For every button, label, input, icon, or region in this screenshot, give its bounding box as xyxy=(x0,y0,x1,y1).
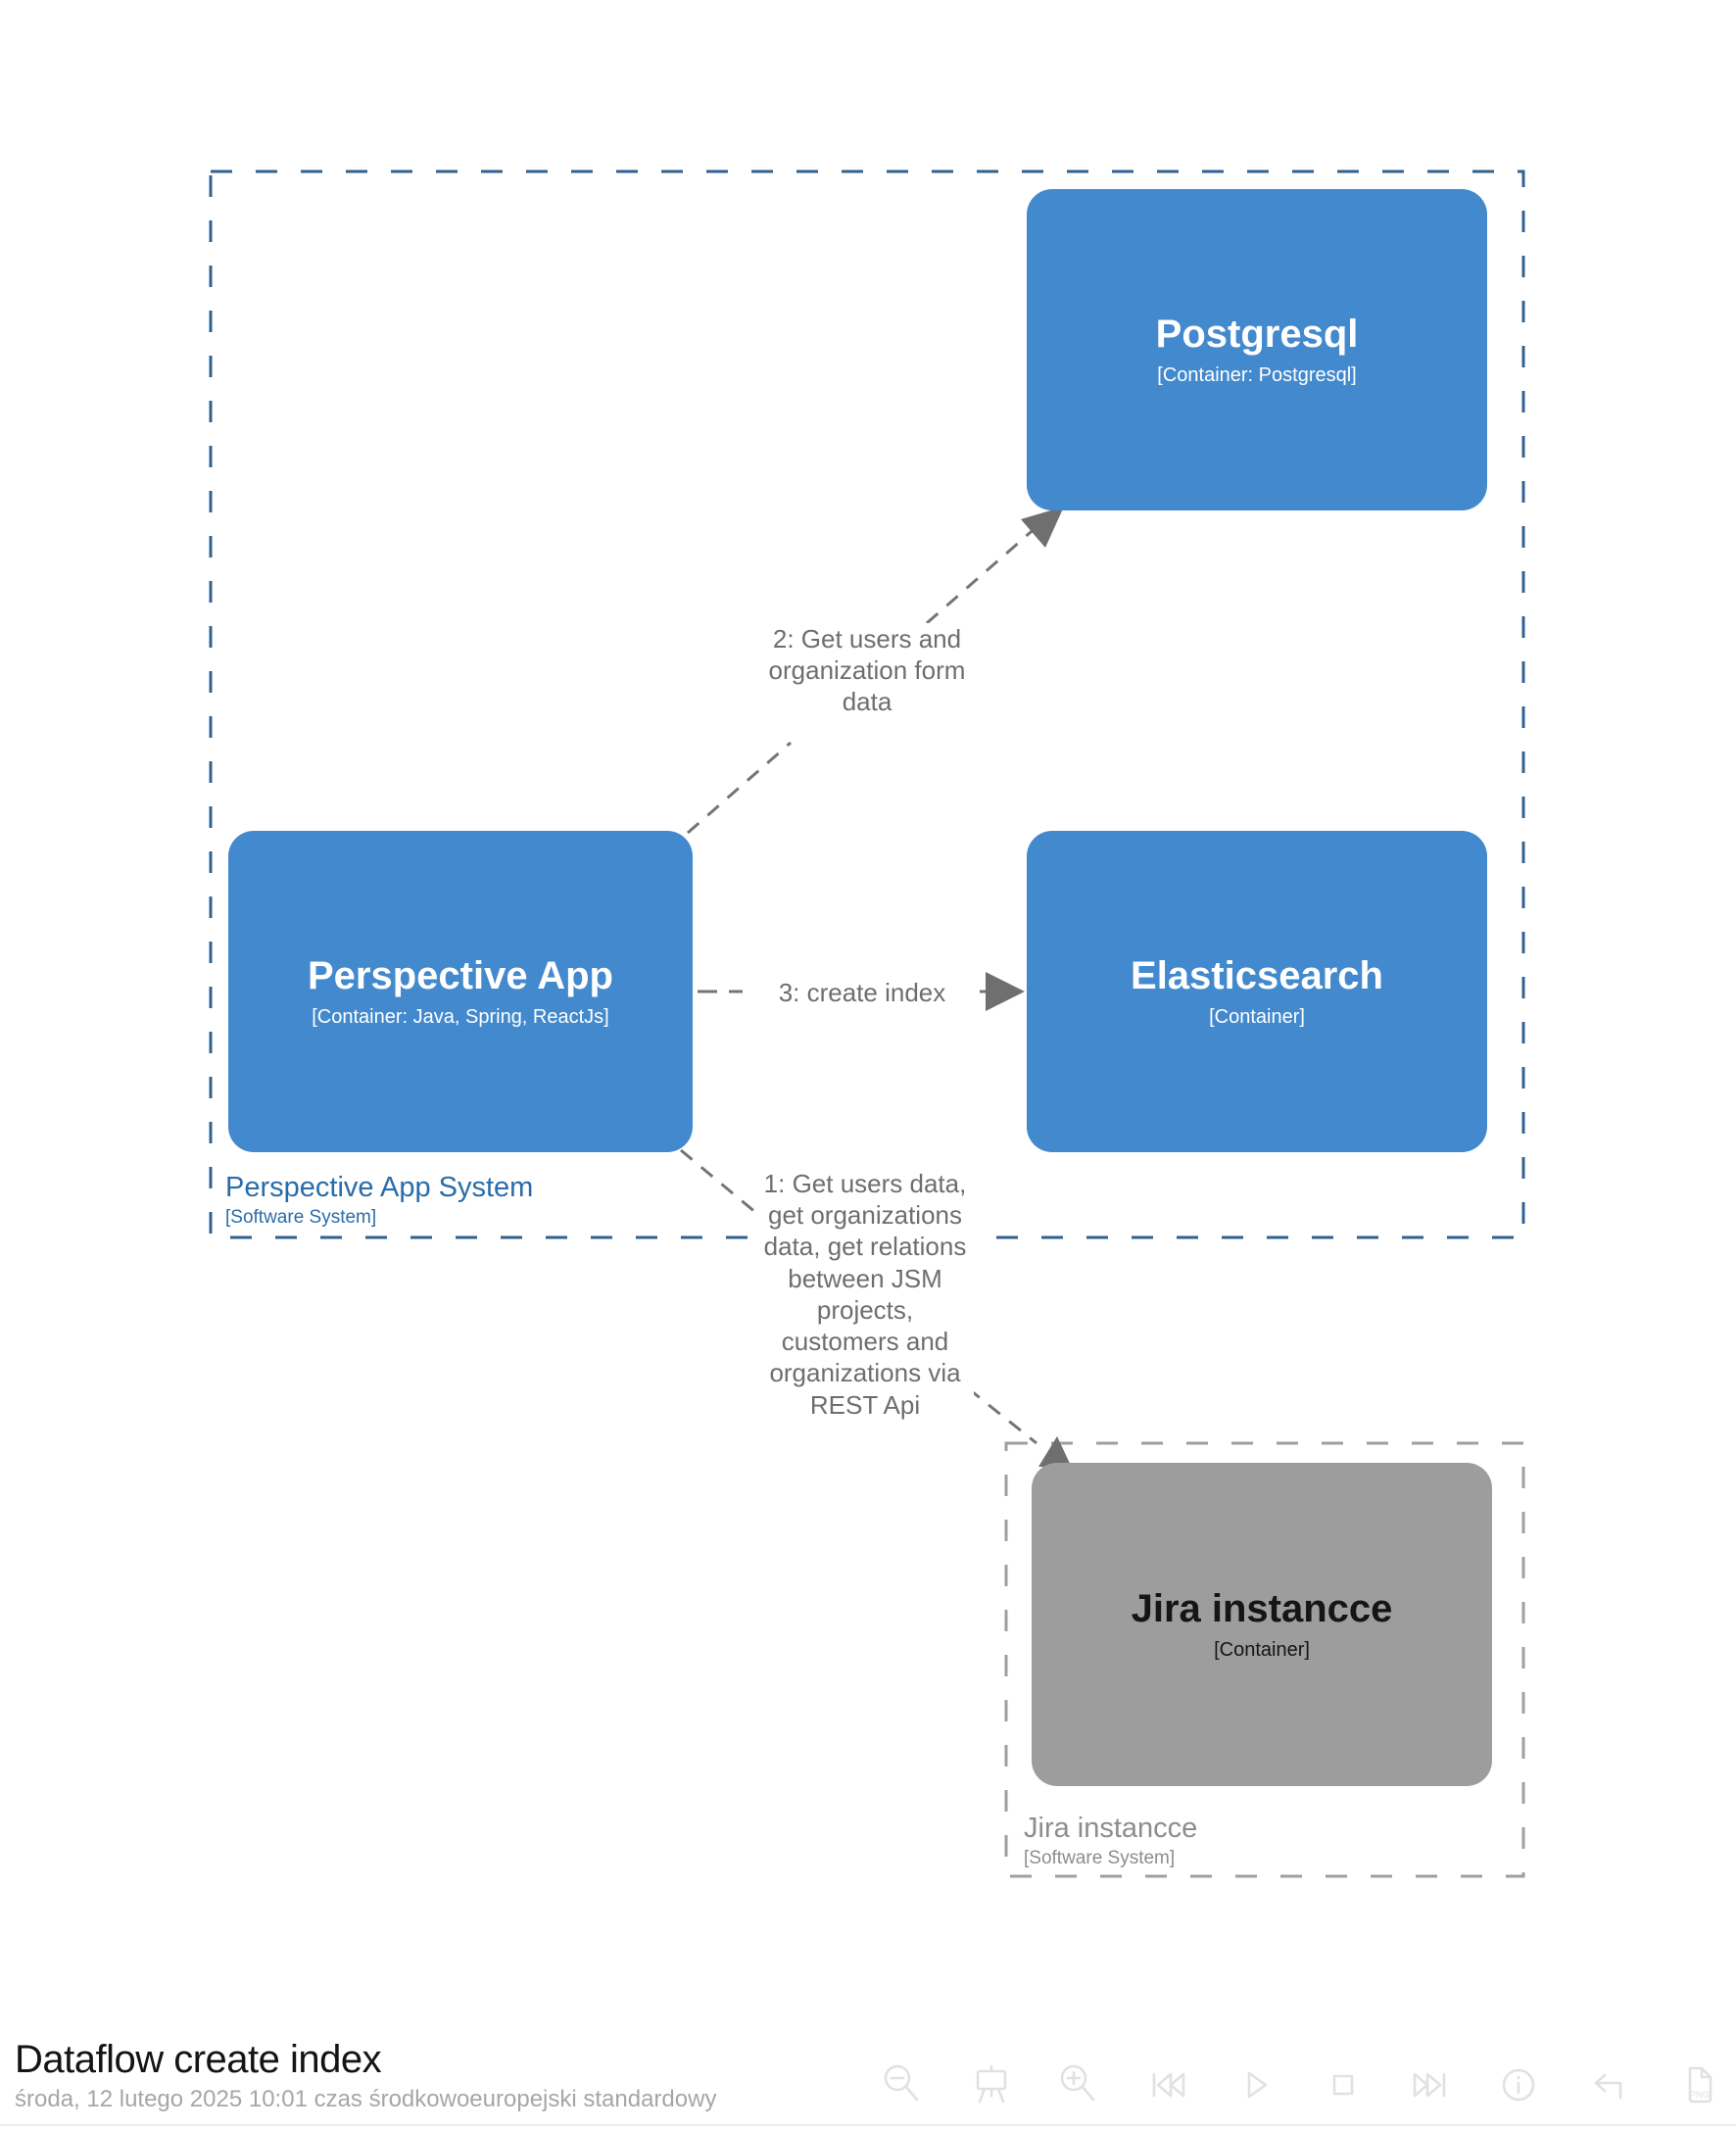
perspective-app-container[interactable]: Perspective App [Container: Java, Spring… xyxy=(228,831,693,1152)
relationship-2-arrowhead xyxy=(1021,507,1064,548)
export-png-icon[interactable]: PNG xyxy=(1669,2059,1720,2110)
perspective-app-system-boundary-label: Perspective App System [Software System] xyxy=(225,1172,533,1229)
relationship-1-line-a xyxy=(680,1148,757,1215)
skip-to-start-icon[interactable] xyxy=(1141,2059,1192,2110)
page-title: Dataflow create index xyxy=(15,2038,382,2081)
jira-boundary-label: Jira instancce [Software System] xyxy=(1024,1813,1197,1869)
postgresql-subtitle: [Container: Postgresql] xyxy=(1157,364,1357,386)
relationship-1-label: 1: Get users data, get organizations dat… xyxy=(756,1168,974,1421)
skip-to-end-icon[interactable] xyxy=(1406,2059,1457,2110)
elasticsearch-container[interactable]: Elasticsearch [Container] xyxy=(1027,831,1487,1152)
jira-instance-title: Jira instancce xyxy=(1131,1587,1393,1630)
relationship-1-line-b xyxy=(967,1386,1037,1445)
jira-instance-subtitle: [Container] xyxy=(1214,1639,1310,1661)
zoom-in-icon[interactable] xyxy=(1054,2059,1105,2110)
zoom-out-icon[interactable] xyxy=(878,2059,929,2110)
relationship-2-label: 2: Get users and organization form data xyxy=(757,623,977,718)
perspective-app-title: Perspective App xyxy=(308,954,613,997)
presentation-icon[interactable] xyxy=(966,2059,1017,2110)
relationship-2-line-a xyxy=(687,741,792,835)
jira-boundary-type: [Software System] xyxy=(1024,1848,1176,1868)
page-timestamp: środa, 12 lutego 2025 10:01 czas środkow… xyxy=(15,2086,717,2112)
viewer-toolbar: PNG xyxy=(878,2058,1720,2111)
info-icon[interactable] xyxy=(1493,2059,1544,2110)
relationship-2-line-b xyxy=(926,524,1038,625)
perspective-app-system-boundary-name: Perspective App System xyxy=(225,1172,534,1203)
play-icon[interactable] xyxy=(1230,2059,1280,2110)
relationship-1-arrowhead xyxy=(1038,1436,1072,1468)
export-png-label: PNG xyxy=(1690,2090,1711,2101)
bottom-divider xyxy=(0,2124,1736,2126)
undo-icon[interactable] xyxy=(1581,2059,1632,2110)
jira-instance-container[interactable]: Jira instancce [Container] xyxy=(1032,1463,1492,1786)
elasticsearch-subtitle: [Container] xyxy=(1209,1006,1305,1028)
jira-boundary xyxy=(1004,1441,1525,1878)
relationship-3-label: 3: create index xyxy=(745,977,980,1009)
stop-icon[interactable] xyxy=(1318,2059,1369,2110)
perspective-app-system-boundary-type: [Software System] xyxy=(225,1207,377,1228)
perspective-app-subtitle: [Container: Java, Spring, ReactJs] xyxy=(312,1006,609,1028)
postgresql-title: Postgresql xyxy=(1155,313,1359,356)
jira-boundary-name: Jira instancce xyxy=(1024,1813,1198,1844)
relationship-3-arrowhead xyxy=(986,972,1025,1011)
elasticsearch-title: Elasticsearch xyxy=(1131,954,1383,997)
postgresql-container[interactable]: Postgresql [Container: Postgresql] xyxy=(1027,189,1487,510)
